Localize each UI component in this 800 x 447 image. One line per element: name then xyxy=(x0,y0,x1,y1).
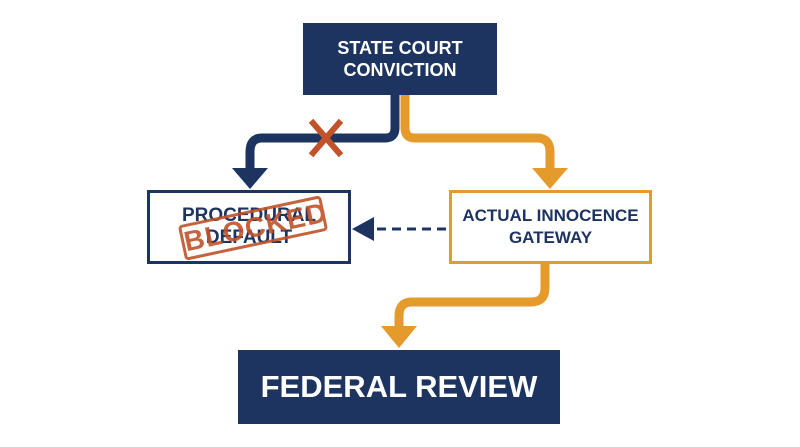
federal-review-node: FEDERAL REVIEW xyxy=(238,350,560,424)
arrow-down-icon xyxy=(381,326,417,348)
path-to-gateway xyxy=(400,95,555,170)
procedural-default-node: PROCEDURAL DEFAULT xyxy=(147,190,351,264)
state-court-conviction-node: STATE COURT CONVICTION xyxy=(303,23,497,95)
state-court-line2: CONVICTION xyxy=(343,60,457,80)
actual-innocence-gateway-node: ACTUAL INNOCENCE GATEWAY xyxy=(449,190,652,264)
arrow-left-icon xyxy=(352,217,374,241)
federal-review-label: FEDERAL REVIEW xyxy=(260,369,538,404)
arrow-down-icon xyxy=(532,168,568,189)
gateway-line2: GATEWAY xyxy=(508,228,593,247)
path-to-federal xyxy=(394,264,550,328)
state-court-line1: STATE COURT xyxy=(337,38,463,58)
arrow-down-icon xyxy=(232,168,268,189)
cross-mark-icon xyxy=(308,118,344,158)
procedural-default-line2: DEFAULT xyxy=(205,227,293,248)
procedural-default-line1: PROCEDURAL xyxy=(181,205,317,226)
gateway-line1: ACTUAL INNOCENCE xyxy=(462,206,639,225)
